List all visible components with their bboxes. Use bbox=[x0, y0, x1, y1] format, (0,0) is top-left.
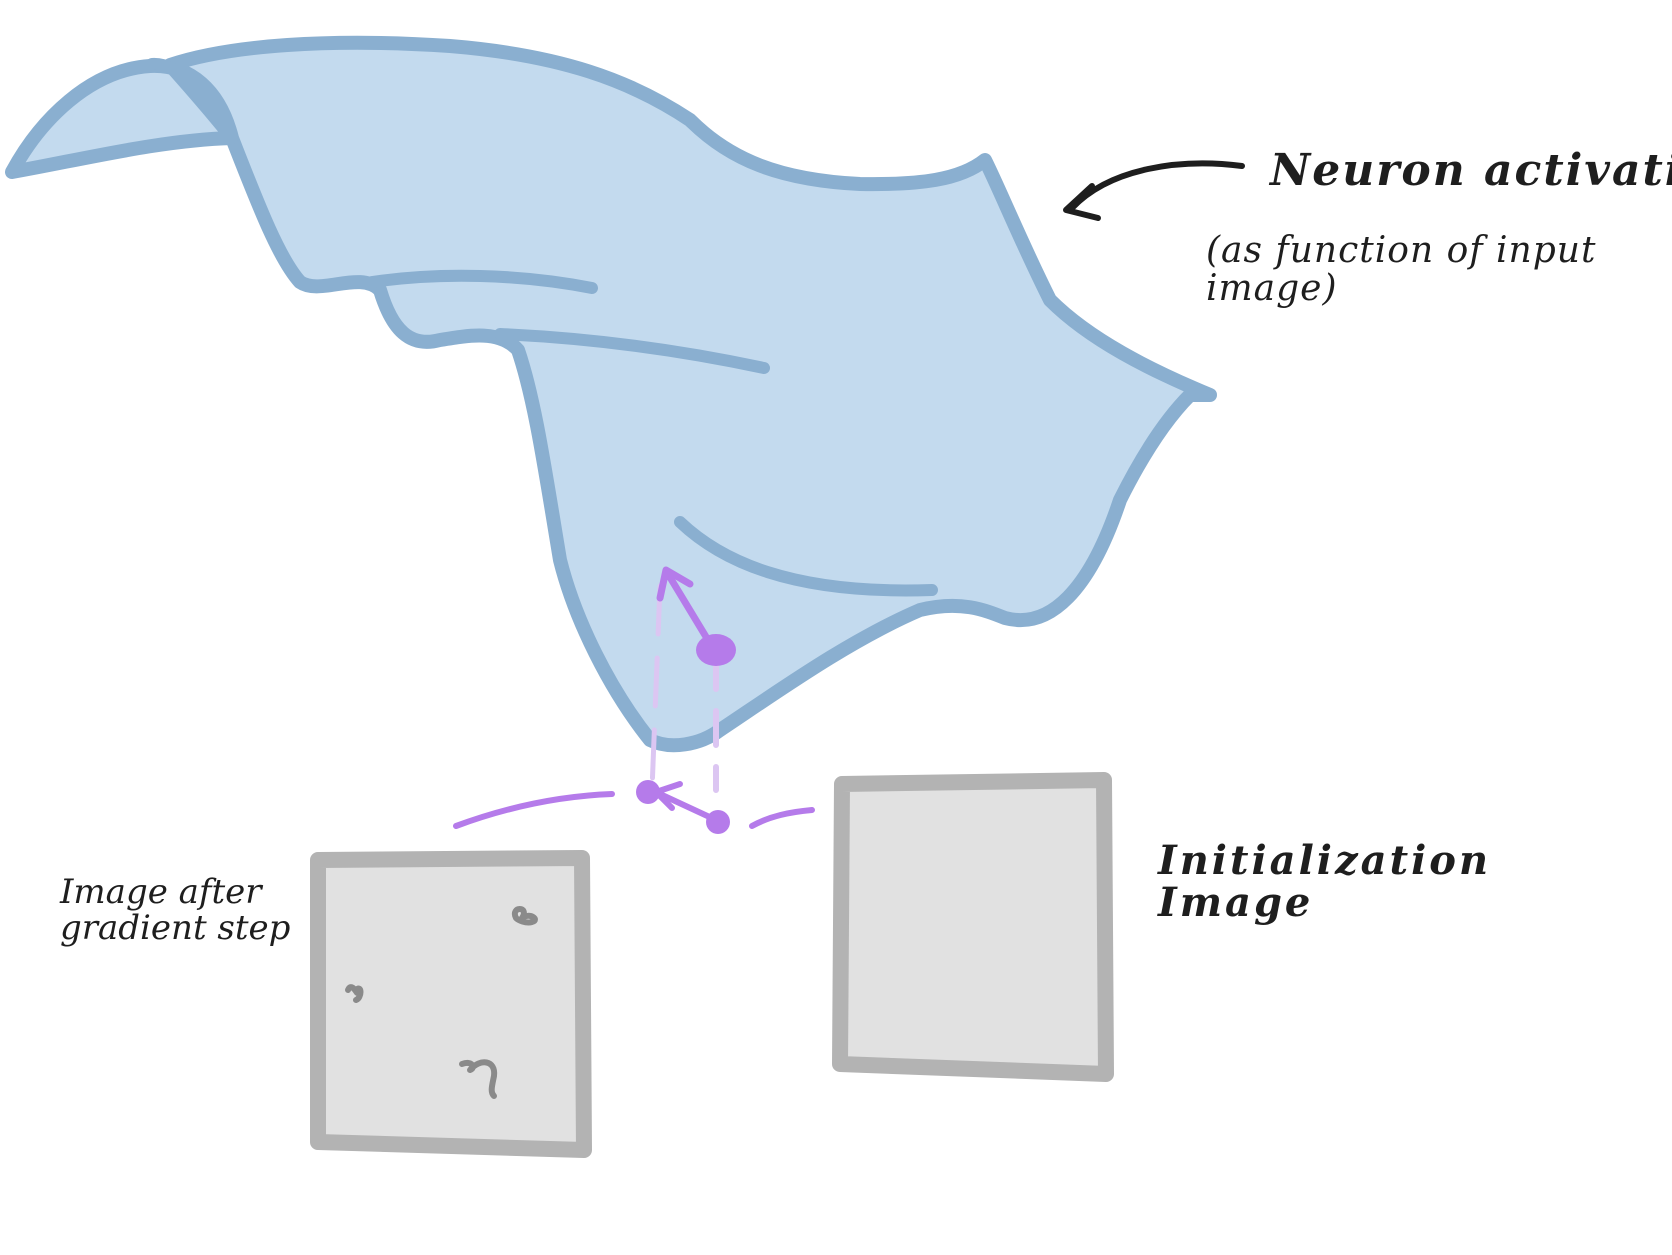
neuron-activation-label: Neuron activation bbox=[1270, 145, 1672, 196]
projection-line-end bbox=[649, 583, 663, 793]
initialization-image-box bbox=[832, 772, 1114, 1082]
scribble-left bbox=[345, 984, 364, 1003]
curved-arrow-left-icon bbox=[1063, 160, 1245, 221]
surface-point bbox=[696, 634, 736, 666]
stepped-input-point bbox=[636, 780, 660, 804]
surface-fold-middle bbox=[494, 328, 770, 374]
input-space-line-left bbox=[453, 791, 615, 829]
scribble-bottom bbox=[459, 1059, 498, 1099]
gradient-step bbox=[453, 566, 815, 834]
init-input-point bbox=[706, 810, 730, 834]
input-space-line-right bbox=[749, 807, 815, 829]
scribble-top-right bbox=[511, 906, 538, 926]
activation-subtitle-label: (as function of input image) bbox=[1206, 230, 1597, 309]
activation-surface-body bbox=[5, 35, 1217, 753]
surface-fold-bottom bbox=[674, 516, 938, 597]
initialization-image-label: Initialization Image bbox=[1158, 837, 1492, 926]
after-step-image-box bbox=[310, 850, 592, 1158]
surface-fold-top bbox=[146, 58, 238, 144]
after-step-image-label: Image after gradient step bbox=[60, 872, 291, 948]
input-step-arrow bbox=[653, 781, 719, 823]
surface-fold-left bbox=[366, 269, 598, 294]
activation-surface bbox=[5, 35, 1217, 753]
